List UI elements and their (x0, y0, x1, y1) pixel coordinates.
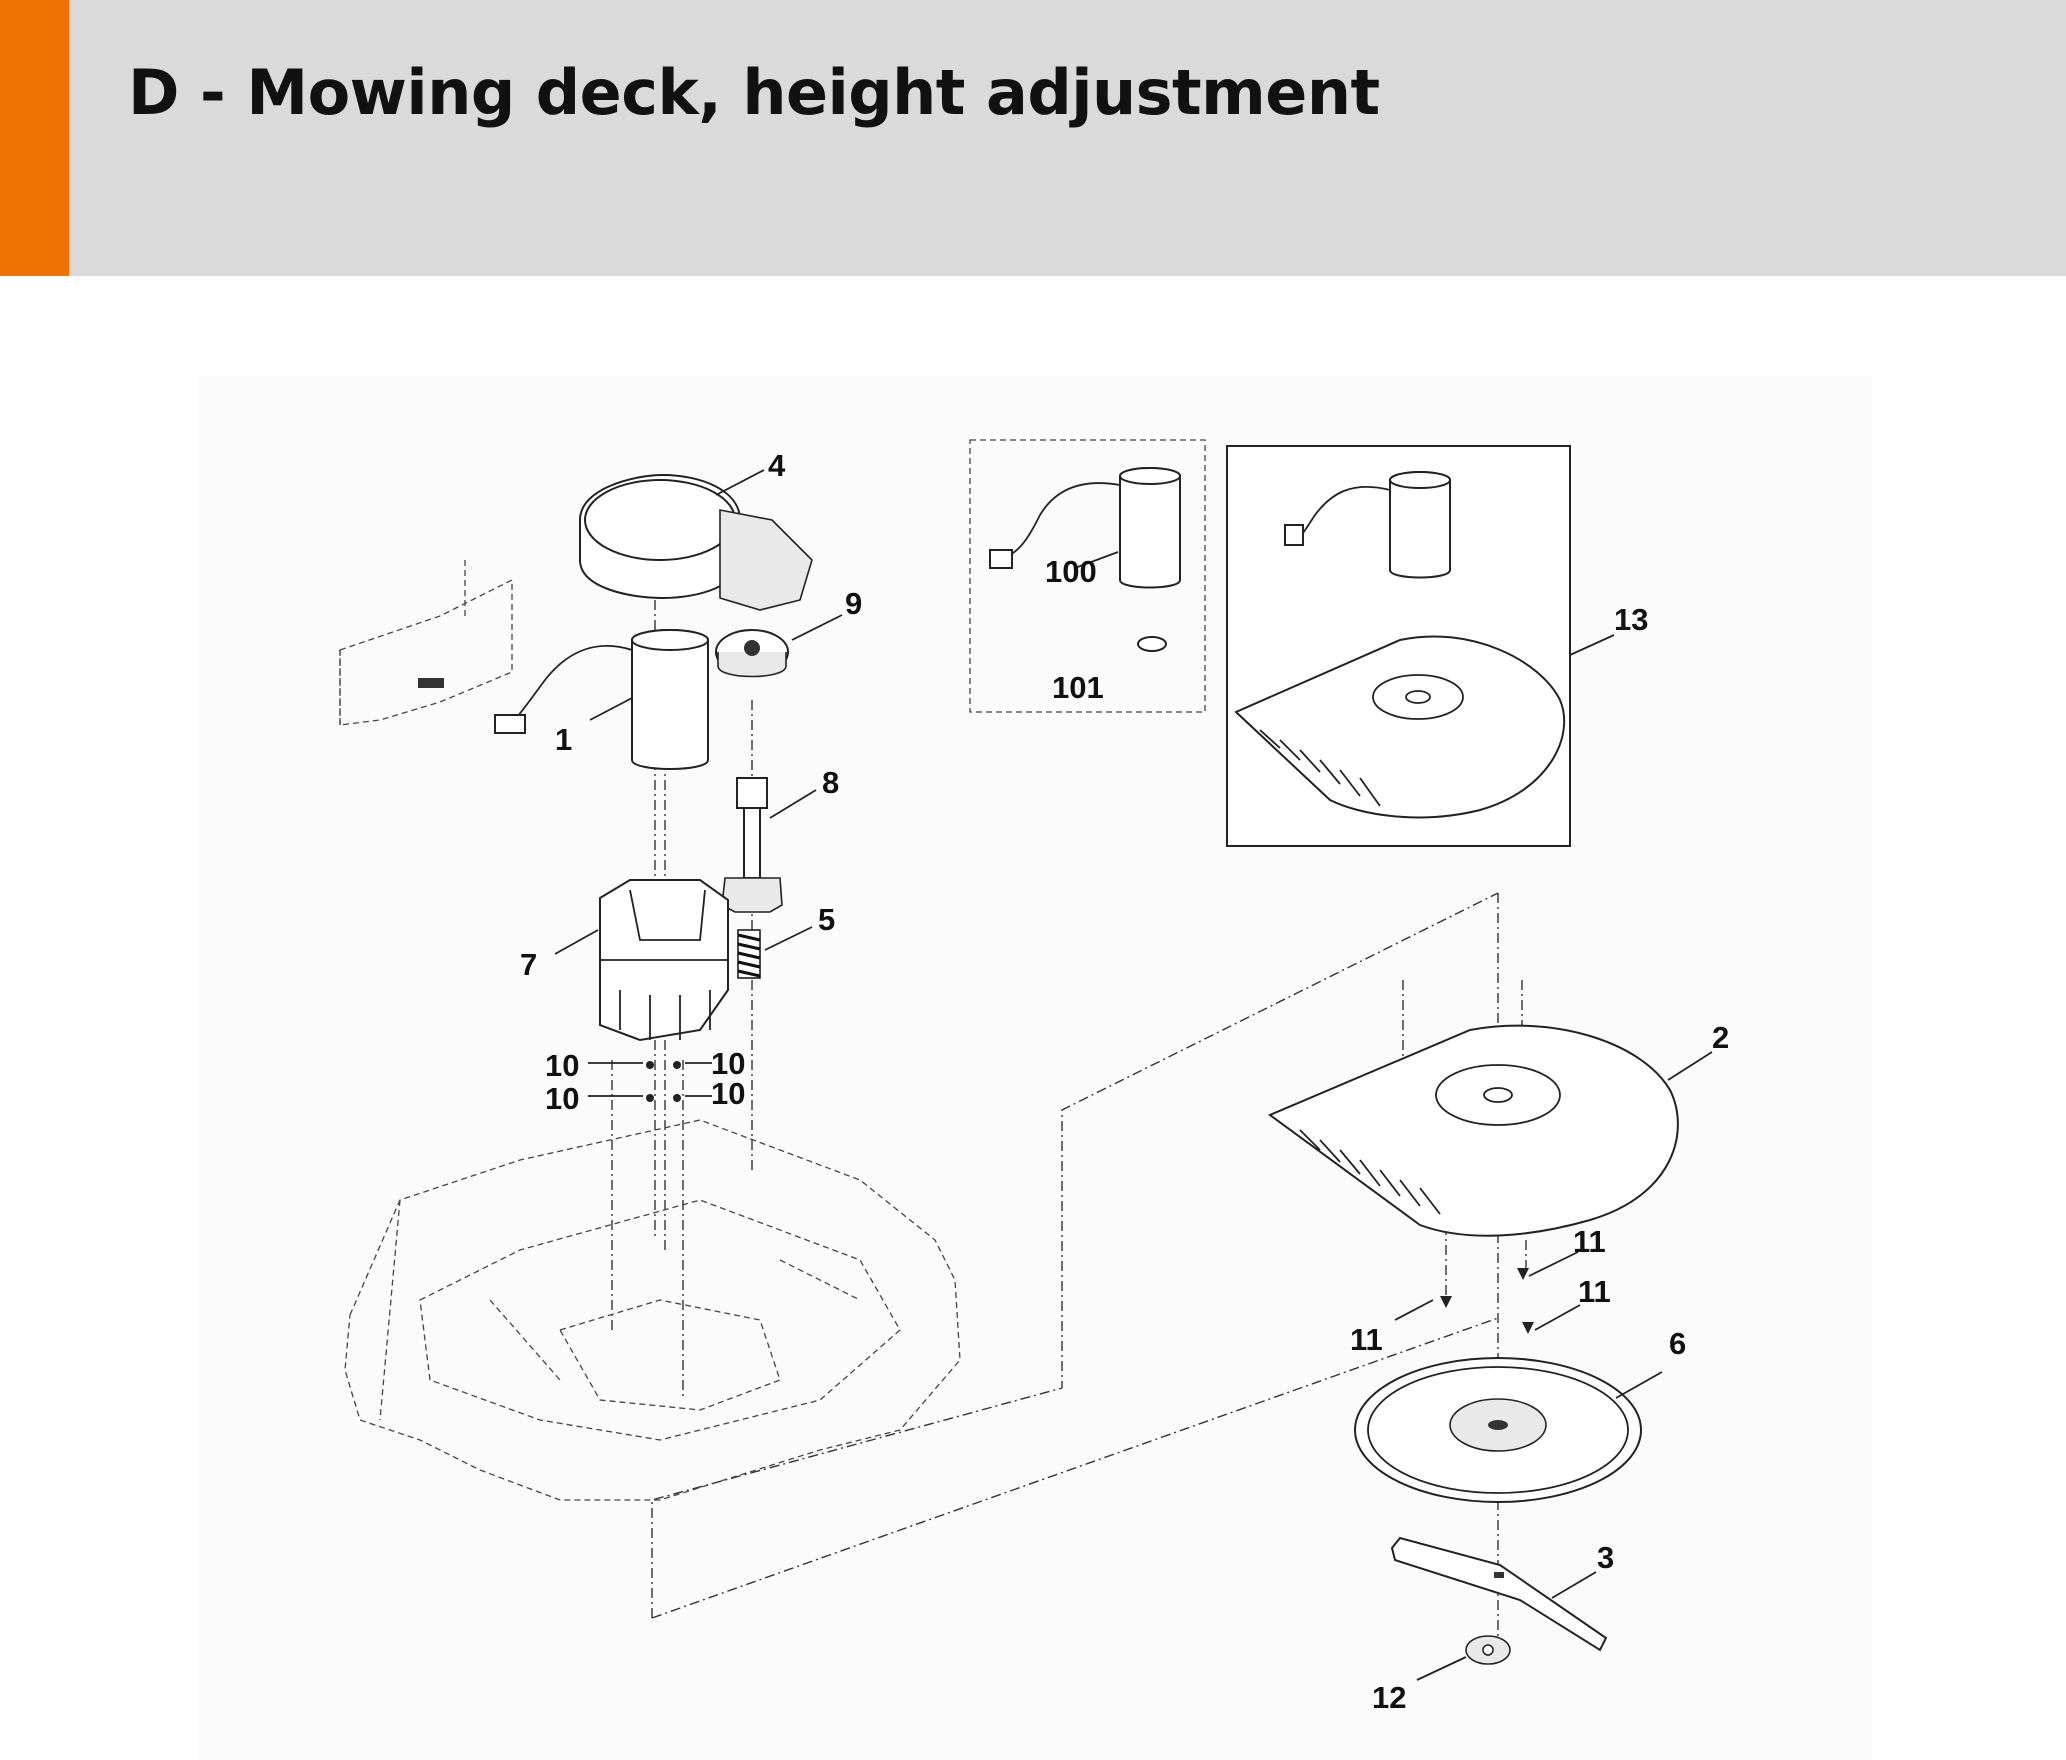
callout-11-left: 11 (1350, 1322, 1383, 1357)
part-11-screws (1440, 1268, 1534, 1334)
part-7-motor-mount (599, 879, 729, 1042)
part-8-spindle (721, 777, 783, 913)
callout-101: 101 (1052, 670, 1104, 705)
callout-11-upper: 11 (1573, 1224, 1606, 1259)
callout-100: 100 (1045, 554, 1097, 589)
callout-13: 13 (1614, 602, 1648, 637)
part-3-blade (1390, 1536, 1608, 1652)
callout-6: 6 (1669, 1326, 1686, 1361)
part-9-drive-gear (715, 629, 789, 678)
part-10-screws (646, 1061, 681, 1102)
controller-bracket (339, 560, 513, 726)
callout-labels: 4 9 1 8 5 7 10 10 10 10 100 101 13 2 11 … (520, 448, 1729, 1715)
callout-10-bottom-left: 10 (545, 1081, 579, 1116)
callout-7: 7 (520, 947, 537, 982)
callout-11-right: 11 (1578, 1274, 1611, 1309)
callout-5: 5 (818, 902, 835, 937)
page-title: D - Mowing deck, height adjustment (128, 56, 1380, 129)
callout-10-bottom-right: 10 (711, 1076, 745, 1111)
part-4-height-adjust-ring (579, 473, 813, 611)
inset-motor-replacement (969, 439, 1206, 713)
part-1-height-adjust-motor (494, 629, 709, 770)
part-5-spring (737, 929, 761, 979)
inset-blade-plate-kit (1226, 445, 1571, 847)
callout-10-top-right: 10 (711, 1046, 745, 1081)
callout-8: 8 (822, 765, 839, 800)
callout-12: 12 (1372, 1680, 1406, 1715)
callout-1: 1 (555, 722, 572, 757)
callout-4: 4 (768, 448, 786, 483)
callout-9: 9 (845, 586, 862, 621)
part-6-blade-disc (1354, 1357, 1642, 1503)
leader-lines (554, 469, 1713, 1681)
callout-2: 2 (1712, 1020, 1729, 1055)
accent-bar (0, 0, 69, 276)
callout-10-top-left: 10 (545, 1048, 579, 1083)
part-12-blade-nut (1465, 1635, 1511, 1665)
base-housing (344, 1119, 961, 1501)
part-2-mowing-deck-plate (1267, 1024, 1679, 1237)
header-band (69, 0, 2066, 276)
callout-3: 3 (1597, 1540, 1614, 1575)
